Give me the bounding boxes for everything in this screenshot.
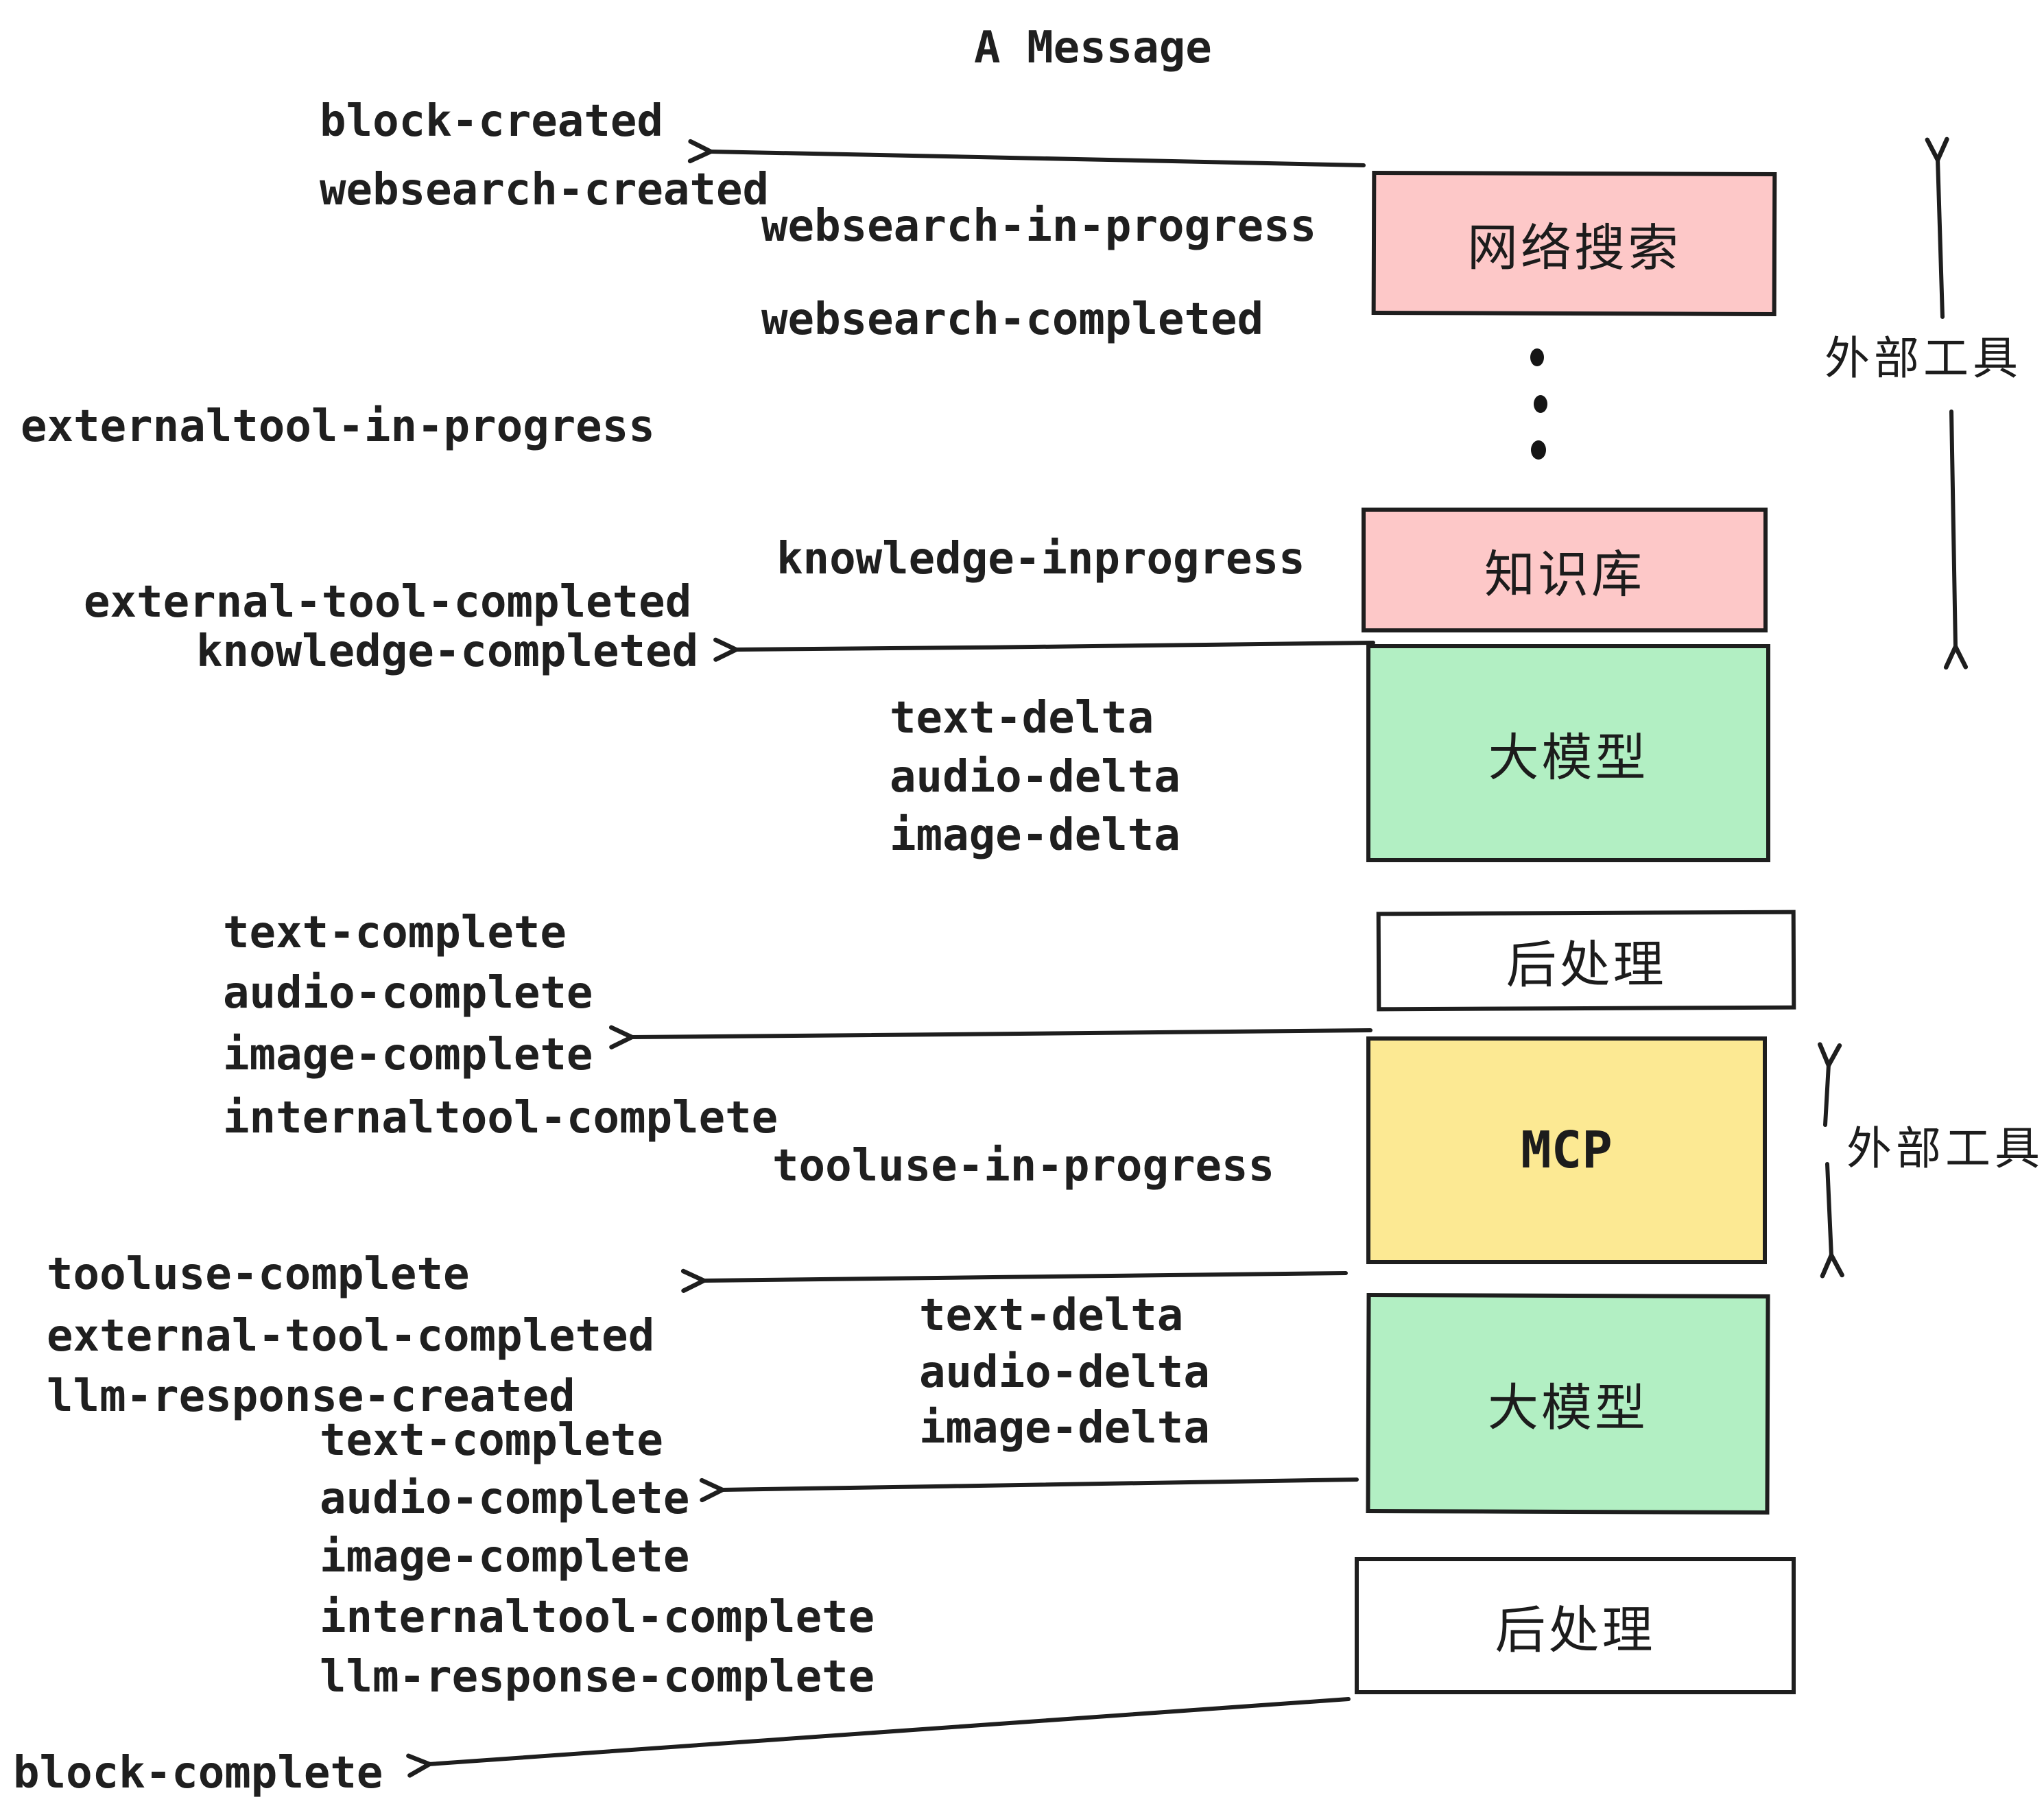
event-label-audio-complete-1: audio-complete	[223, 968, 593, 1019]
websearch-box: 网络搜索	[1371, 170, 1777, 317]
mcp-box-label: MCP	[1521, 1121, 1613, 1180]
external-tools-down-arrow-mcp	[1820, 1162, 1844, 1279]
event-label-text-complete-2: text-complete	[320, 1415, 663, 1466]
postprocess-box-2: 后处理	[1355, 1557, 1796, 1694]
event-label-tooluse-in-progress: tooluse-in-progress	[772, 1141, 1275, 1191]
event-label-knowledge-completed: knowledge-completed	[196, 626, 699, 677]
arrow-image-complete	[608, 1025, 1372, 1049]
event-label-knowledge-inprogress: knowledge-inprogress	[776, 534, 1305, 584]
event-label-text-complete-1: text-complete	[223, 907, 567, 958]
event-label-image-complete-2: image-complete	[320, 1532, 690, 1582]
arrow-tooluse-complete	[680, 1268, 1348, 1293]
postprocess-box-1-label: 后处理	[1506, 935, 1667, 995]
event-label-external-tool-completed-2: external-tool-completed	[47, 1311, 655, 1362]
external-tools-up-arrow-mcp	[1818, 1042, 1842, 1127]
external-tools-up-arrow-top	[1925, 137, 1949, 319]
event-label-internaltool-complete-2: internaltool-complete	[320, 1592, 875, 1643]
event-label-audio-complete-2: audio-complete	[320, 1473, 690, 1524]
event-label-block-created: block-created	[320, 96, 663, 147]
llm-box-1-label: 大模型	[1488, 728, 1649, 787]
llm-box-2-label: 大模型	[1487, 1378, 1649, 1438]
event-label-audio-delta-1: audio-delta	[890, 752, 1180, 803]
event-label-external-tool-completed: external-tool-completed	[84, 577, 692, 628]
event-label-websearch-in-progress: websearch-in-progress	[761, 201, 1317, 252]
event-label-text-delta-1: text-delta	[890, 693, 1154, 744]
ellipsis-dots-icon	[1530, 348, 1547, 460]
event-label-tooluse-complete: tooluse-complete	[47, 1249, 470, 1300]
event-label-llm-response-complete: llm-response-complete	[320, 1652, 875, 1702]
llm-box-2: 大模型	[1366, 1292, 1770, 1515]
event-label-text-delta-2: text-delta	[919, 1290, 1184, 1341]
websearch-box-label: 网络搜索	[1466, 217, 1682, 278]
knowledge-box: 知识库	[1362, 508, 1768, 632]
event-label-websearch-completed: websearch-completed	[761, 294, 1264, 345]
arrow-audio-complete	[699, 1477, 1359, 1503]
event-label-websearch-created: websearch-created	[320, 165, 770, 215]
mcp-box: MCP	[1366, 1036, 1767, 1264]
event-label-image-complete-1: image-complete	[223, 1030, 593, 1080]
event-label-audio-delta-2: audio-delta	[919, 1347, 1210, 1398]
event-label-llm-response-created: llm-response-created	[47, 1371, 575, 1422]
arrow-websearch-created	[687, 139, 1366, 167]
arrow-block-complete	[406, 1697, 1351, 1778]
event-label-internaltool-complete-1: internaltool-complete	[223, 1093, 779, 1143]
knowledge-box-label: 知识库	[1484, 545, 1645, 604]
external-tools-label-top: 外部工具	[1825, 332, 2022, 385]
event-label-image-delta-1: image-delta	[890, 810, 1180, 861]
postprocess-box-2-label: 后处理	[1495, 1600, 1656, 1660]
llm-box-1: 大模型	[1366, 644, 1770, 862]
event-label-block-complete: block-complete	[13, 1748, 383, 1799]
arrow-knowledge-completed	[713, 637, 1375, 662]
external-tools-down-arrow-top	[1943, 410, 1969, 670]
external-tools-label-mcp: 外部工具	[1846, 1122, 2044, 1175]
diagram-title: A Message	[974, 23, 1212, 73]
event-label-image-delta-2: image-delta	[919, 1403, 1210, 1453]
postprocess-box-1: 后处理	[1376, 910, 1796, 1012]
event-label-externaltool-in-progress: externaltool-in-progress	[21, 401, 655, 452]
